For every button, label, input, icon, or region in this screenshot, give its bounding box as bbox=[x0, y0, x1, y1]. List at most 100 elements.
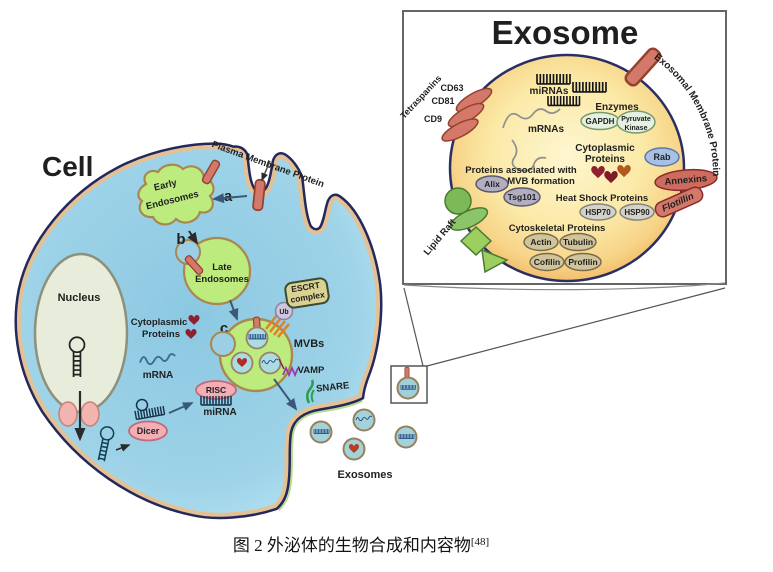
tsg101-oval bbox=[503, 187, 541, 207]
escrt-label-1: ESCRT bbox=[291, 280, 322, 295]
vamp-zigzag-icon bbox=[282, 365, 299, 378]
hsp90-label: HSP90 bbox=[624, 208, 650, 217]
rab-oval bbox=[644, 147, 680, 167]
rab-label: Rab bbox=[653, 152, 671, 162]
hsp70-label: HSP70 bbox=[585, 208, 611, 217]
intraluminal-vesicle bbox=[230, 351, 254, 375]
annexins-label: Annexins bbox=[664, 173, 708, 188]
profilin-label: Profilin bbox=[568, 257, 597, 267]
step-a-arrow bbox=[212, 193, 248, 204]
snare-label: SNARE bbox=[316, 380, 350, 394]
callout-line-left bbox=[403, 287, 424, 367]
alix-oval bbox=[475, 175, 509, 193]
to-dicer-arrow bbox=[115, 444, 131, 452]
mvb-invagination bbox=[210, 331, 236, 357]
step-c-label: c bbox=[220, 320, 228, 337]
tetraspanin-oval bbox=[441, 118, 479, 142]
intraluminal-vesicle bbox=[258, 351, 282, 375]
exosome-body bbox=[448, 53, 686, 283]
cell-diagram: Nucleus Early Endosomes Late Endosomes P… bbox=[14, 139, 383, 520]
vamp-tether bbox=[278, 358, 285, 370]
profilin-oval bbox=[564, 252, 602, 272]
tubulin-oval bbox=[559, 232, 597, 252]
cd9-label: CD9 bbox=[424, 114, 442, 124]
escrt-binding-icon bbox=[264, 314, 290, 338]
callout-line-right bbox=[426, 287, 726, 367]
lipid-raft-circle bbox=[444, 187, 472, 215]
escrt-box bbox=[284, 277, 330, 309]
cytoskeletal-label: Cytoskeletal Proteins bbox=[509, 223, 606, 234]
ub-label: Ub bbox=[279, 309, 288, 316]
enzymes-label: Enzymes bbox=[595, 102, 639, 113]
nucleus-label: Nucleus bbox=[58, 292, 101, 304]
mrnas-label: mRNAs bbox=[528, 124, 565, 135]
zoom-callout bbox=[390, 287, 726, 404]
mirna-label: miRNA bbox=[203, 407, 236, 418]
pyruvate-label-1: Pyruvate bbox=[621, 116, 651, 123]
cd63-label: CD63 bbox=[440, 83, 463, 93]
ubiquitin-circle bbox=[274, 301, 294, 321]
risc-complex: RISC miRNA bbox=[195, 380, 237, 418]
dicer-label: Dicer bbox=[137, 426, 160, 436]
tsg101-label: Tsg101 bbox=[508, 192, 537, 202]
plasma-membrane-protein-rod bbox=[251, 178, 267, 212]
cytoplasm bbox=[18, 146, 378, 515]
hsp70-oval bbox=[579, 203, 617, 221]
highlighted-exosome bbox=[396, 366, 420, 400]
multivesicular-body: MVBs bbox=[210, 316, 324, 393]
pyruvate-label-2: Kinase bbox=[625, 125, 648, 132]
dicer-to-risc-arrow bbox=[168, 402, 194, 414]
lipid-raft-oval bbox=[449, 207, 489, 231]
nuclear-pore-left bbox=[58, 401, 78, 427]
gapdh-label: GAPDH bbox=[586, 117, 615, 126]
cyto-proteins-label-1: Cytoplasmic bbox=[131, 317, 188, 328]
early-endosome: Early Endosomes bbox=[137, 158, 222, 226]
nucleus: Nucleus bbox=[33, 252, 129, 442]
cyto-proteins-label-2: Proteins bbox=[142, 329, 180, 340]
figure-caption: 图 2 外泌体的生物合成和内容物[48] bbox=[233, 536, 489, 555]
mrna-squiggle-icon bbox=[502, 108, 561, 129]
late-endosome: Late Endosomes bbox=[175, 236, 252, 306]
snare-coil-icon bbox=[310, 389, 315, 403]
late-endosome-label-2: Endosomes bbox=[195, 274, 249, 285]
actin-label: Actin bbox=[530, 237, 551, 247]
actin-oval bbox=[523, 232, 559, 252]
late-endosome-label-1: Late bbox=[212, 262, 232, 273]
exosome-particle bbox=[342, 437, 366, 461]
risc-label: RISC bbox=[206, 385, 226, 395]
exosome-particle bbox=[352, 408, 376, 432]
step-b-label: b bbox=[176, 231, 185, 248]
lipid-raft-triangle bbox=[481, 248, 509, 274]
heat-shock-label: Heat Shock Proteins bbox=[556, 193, 648, 204]
secretion-arrow bbox=[273, 378, 298, 411]
dicer-complex: Dicer bbox=[128, 398, 168, 442]
lipid-raft-diamond bbox=[459, 225, 493, 257]
intraluminal-vesicle bbox=[245, 326, 269, 350]
inset-page-curl bbox=[403, 282, 726, 291]
cofilin-label: Cofilin bbox=[534, 257, 560, 267]
cell-title: Cell bbox=[42, 151, 93, 182]
nuclear-pore-right bbox=[80, 401, 100, 427]
cofilin-oval bbox=[529, 252, 565, 272]
caption-reference: [48] bbox=[471, 536, 489, 548]
hsp90-oval bbox=[619, 203, 655, 221]
step-a-label: a bbox=[224, 188, 233, 205]
exosome-particle bbox=[309, 420, 333, 444]
secreted-exosomes: Exosomes bbox=[309, 408, 418, 481]
pmp-pointer-arrow bbox=[261, 160, 271, 182]
snare-coil-icon bbox=[305, 379, 314, 404]
mirnas-label: miRNAs bbox=[530, 86, 569, 97]
exosome-particle bbox=[394, 425, 418, 449]
mvb-assoc-label-2: MVB formation bbox=[507, 176, 575, 187]
inset-cyto-label-2: Proteins bbox=[585, 154, 625, 165]
vamp-label: VAMP bbox=[298, 365, 325, 376]
cd81-label: CD81 bbox=[431, 96, 454, 106]
caption-text: 图 2 外泌体的生物合成和内容物 bbox=[233, 536, 471, 555]
mrna-squiggle-icon bbox=[511, 139, 547, 172]
flotillin-box bbox=[654, 186, 704, 218]
inset-cyto-label-1: Cytoplasmic bbox=[575, 143, 635, 154]
escrt-complex: Ub ESCRT complex bbox=[264, 277, 330, 338]
step-c-arrow bbox=[228, 299, 239, 321]
